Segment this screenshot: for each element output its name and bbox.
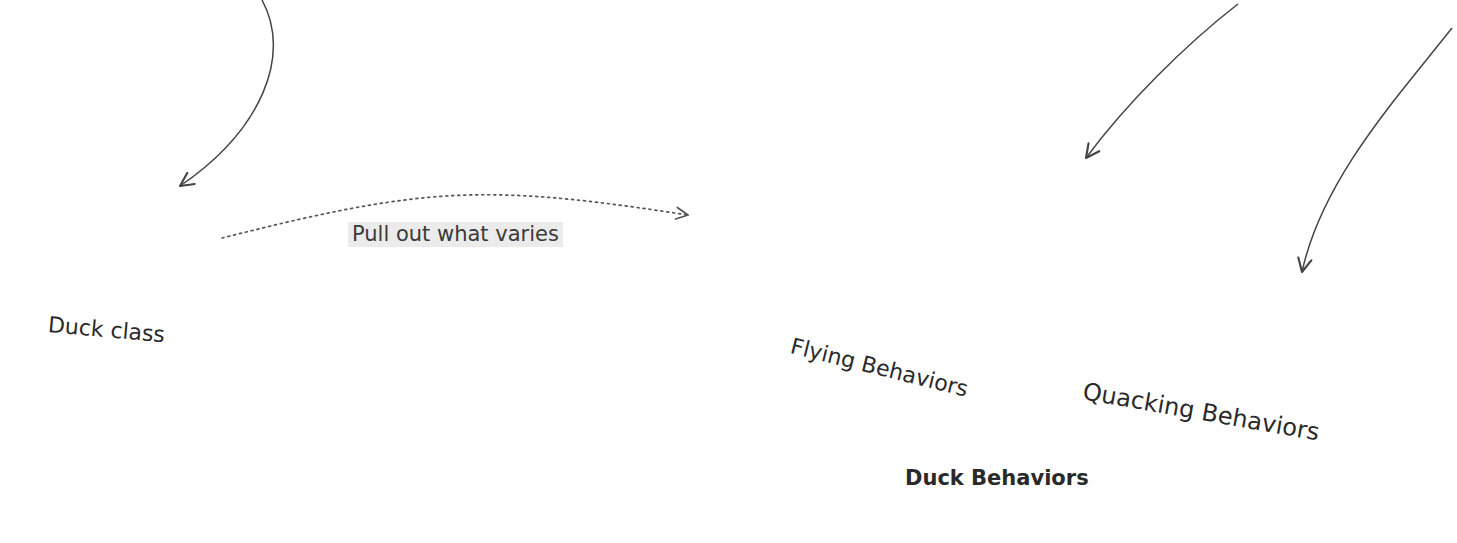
leader-line xyxy=(1302,28,1452,272)
behavior-stack: Quacking Behaviors xyxy=(1073,267,1383,456)
behavior-region: Duck Behaviors Flying BehaviorsQuacking B… xyxy=(688,102,1448,532)
behavior-ball xyxy=(908,236,1024,326)
behavior-ball xyxy=(1080,282,1196,372)
behavior-ball xyxy=(828,239,944,329)
behavior-ball xyxy=(788,240,904,330)
behavior-ball xyxy=(1215,278,1331,368)
behavior-ball xyxy=(1125,281,1241,371)
behavior-stack: Flying Behaviors xyxy=(783,227,1073,412)
node-label: Flying Behaviors xyxy=(788,333,971,403)
node-label: Duck class xyxy=(47,312,166,349)
leader-line xyxy=(1086,4,1238,158)
node-label: Duck Behaviors xyxy=(905,466,1089,491)
edge-label: Pull out what varies xyxy=(348,222,563,247)
behavior-ball xyxy=(1170,279,1286,369)
class-ball xyxy=(48,170,216,306)
panel-frame xyxy=(12,64,1457,543)
leader-line xyxy=(180,0,273,186)
node-label: Quacking Behaviors xyxy=(1080,377,1321,447)
region-outline xyxy=(690,105,1442,526)
edge-label-holder: Pull out what varies xyxy=(348,222,563,247)
class-circle: Duck class xyxy=(42,166,222,357)
behavior-ball xyxy=(868,237,984,327)
